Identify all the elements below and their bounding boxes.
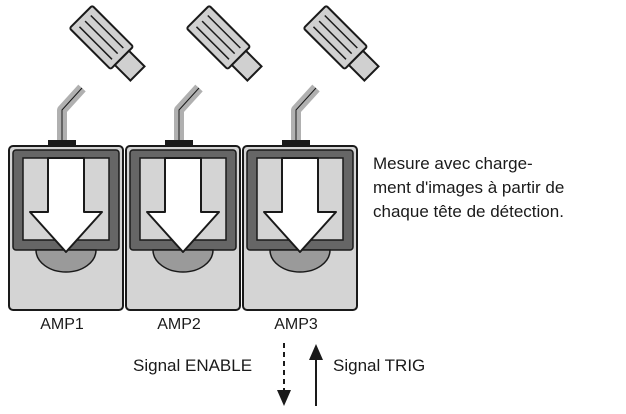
down-arrow (29, 157, 103, 253)
down-arrow (263, 157, 337, 253)
connector (165, 140, 193, 146)
description-line-3: chaque tête de détection. (373, 202, 564, 221)
description-line-2: ment d'images à partir de (373, 178, 565, 197)
amplifier-unit-3 (242, 5, 380, 311)
cable-outline (295, 87, 317, 140)
sensor-head-rib (201, 20, 236, 55)
sensor-head-neck (113, 49, 146, 82)
amplifier-unit-1 (8, 5, 146, 311)
lens (269, 249, 331, 273)
description-line-1: Mesure avec charge- (373, 154, 533, 173)
trig-signal-label: Signal TRIG (333, 356, 426, 375)
lens (152, 249, 214, 273)
cable (174, 84, 203, 140)
connector (48, 140, 76, 146)
amp1-label: AMP1 (40, 316, 84, 333)
sensor-head-rib (318, 20, 353, 55)
sensor-head-rib (207, 14, 241, 49)
sensor-head-neck (230, 49, 263, 82)
sensor-head (303, 5, 380, 82)
sensor-head-neck (347, 49, 380, 82)
amp3-label: AMP3 (274, 316, 318, 333)
sensor-head-rib (324, 14, 358, 49)
enable-signal-label: Signal ENABLE (133, 356, 253, 375)
enable-arrowhead (277, 390, 291, 406)
lens (35, 249, 97, 273)
sensor-head-rib (84, 20, 119, 55)
cable-outline (61, 87, 83, 140)
amplifier-unit-2 (125, 5, 263, 311)
cable-outline (178, 87, 200, 140)
connector (282, 140, 310, 146)
cable (291, 84, 320, 140)
sensor-head-rib (78, 26, 113, 60)
cable (57, 84, 86, 140)
sensor-head-rib (90, 14, 124, 49)
trig-arrowhead (309, 344, 323, 360)
amp2-label: AMP2 (157, 316, 201, 333)
sensor-head (69, 5, 146, 82)
sensor-head-rib (312, 26, 347, 60)
down-arrow (146, 157, 220, 253)
sensor-head-rib (195, 26, 230, 60)
sensor-head (186, 5, 263, 82)
